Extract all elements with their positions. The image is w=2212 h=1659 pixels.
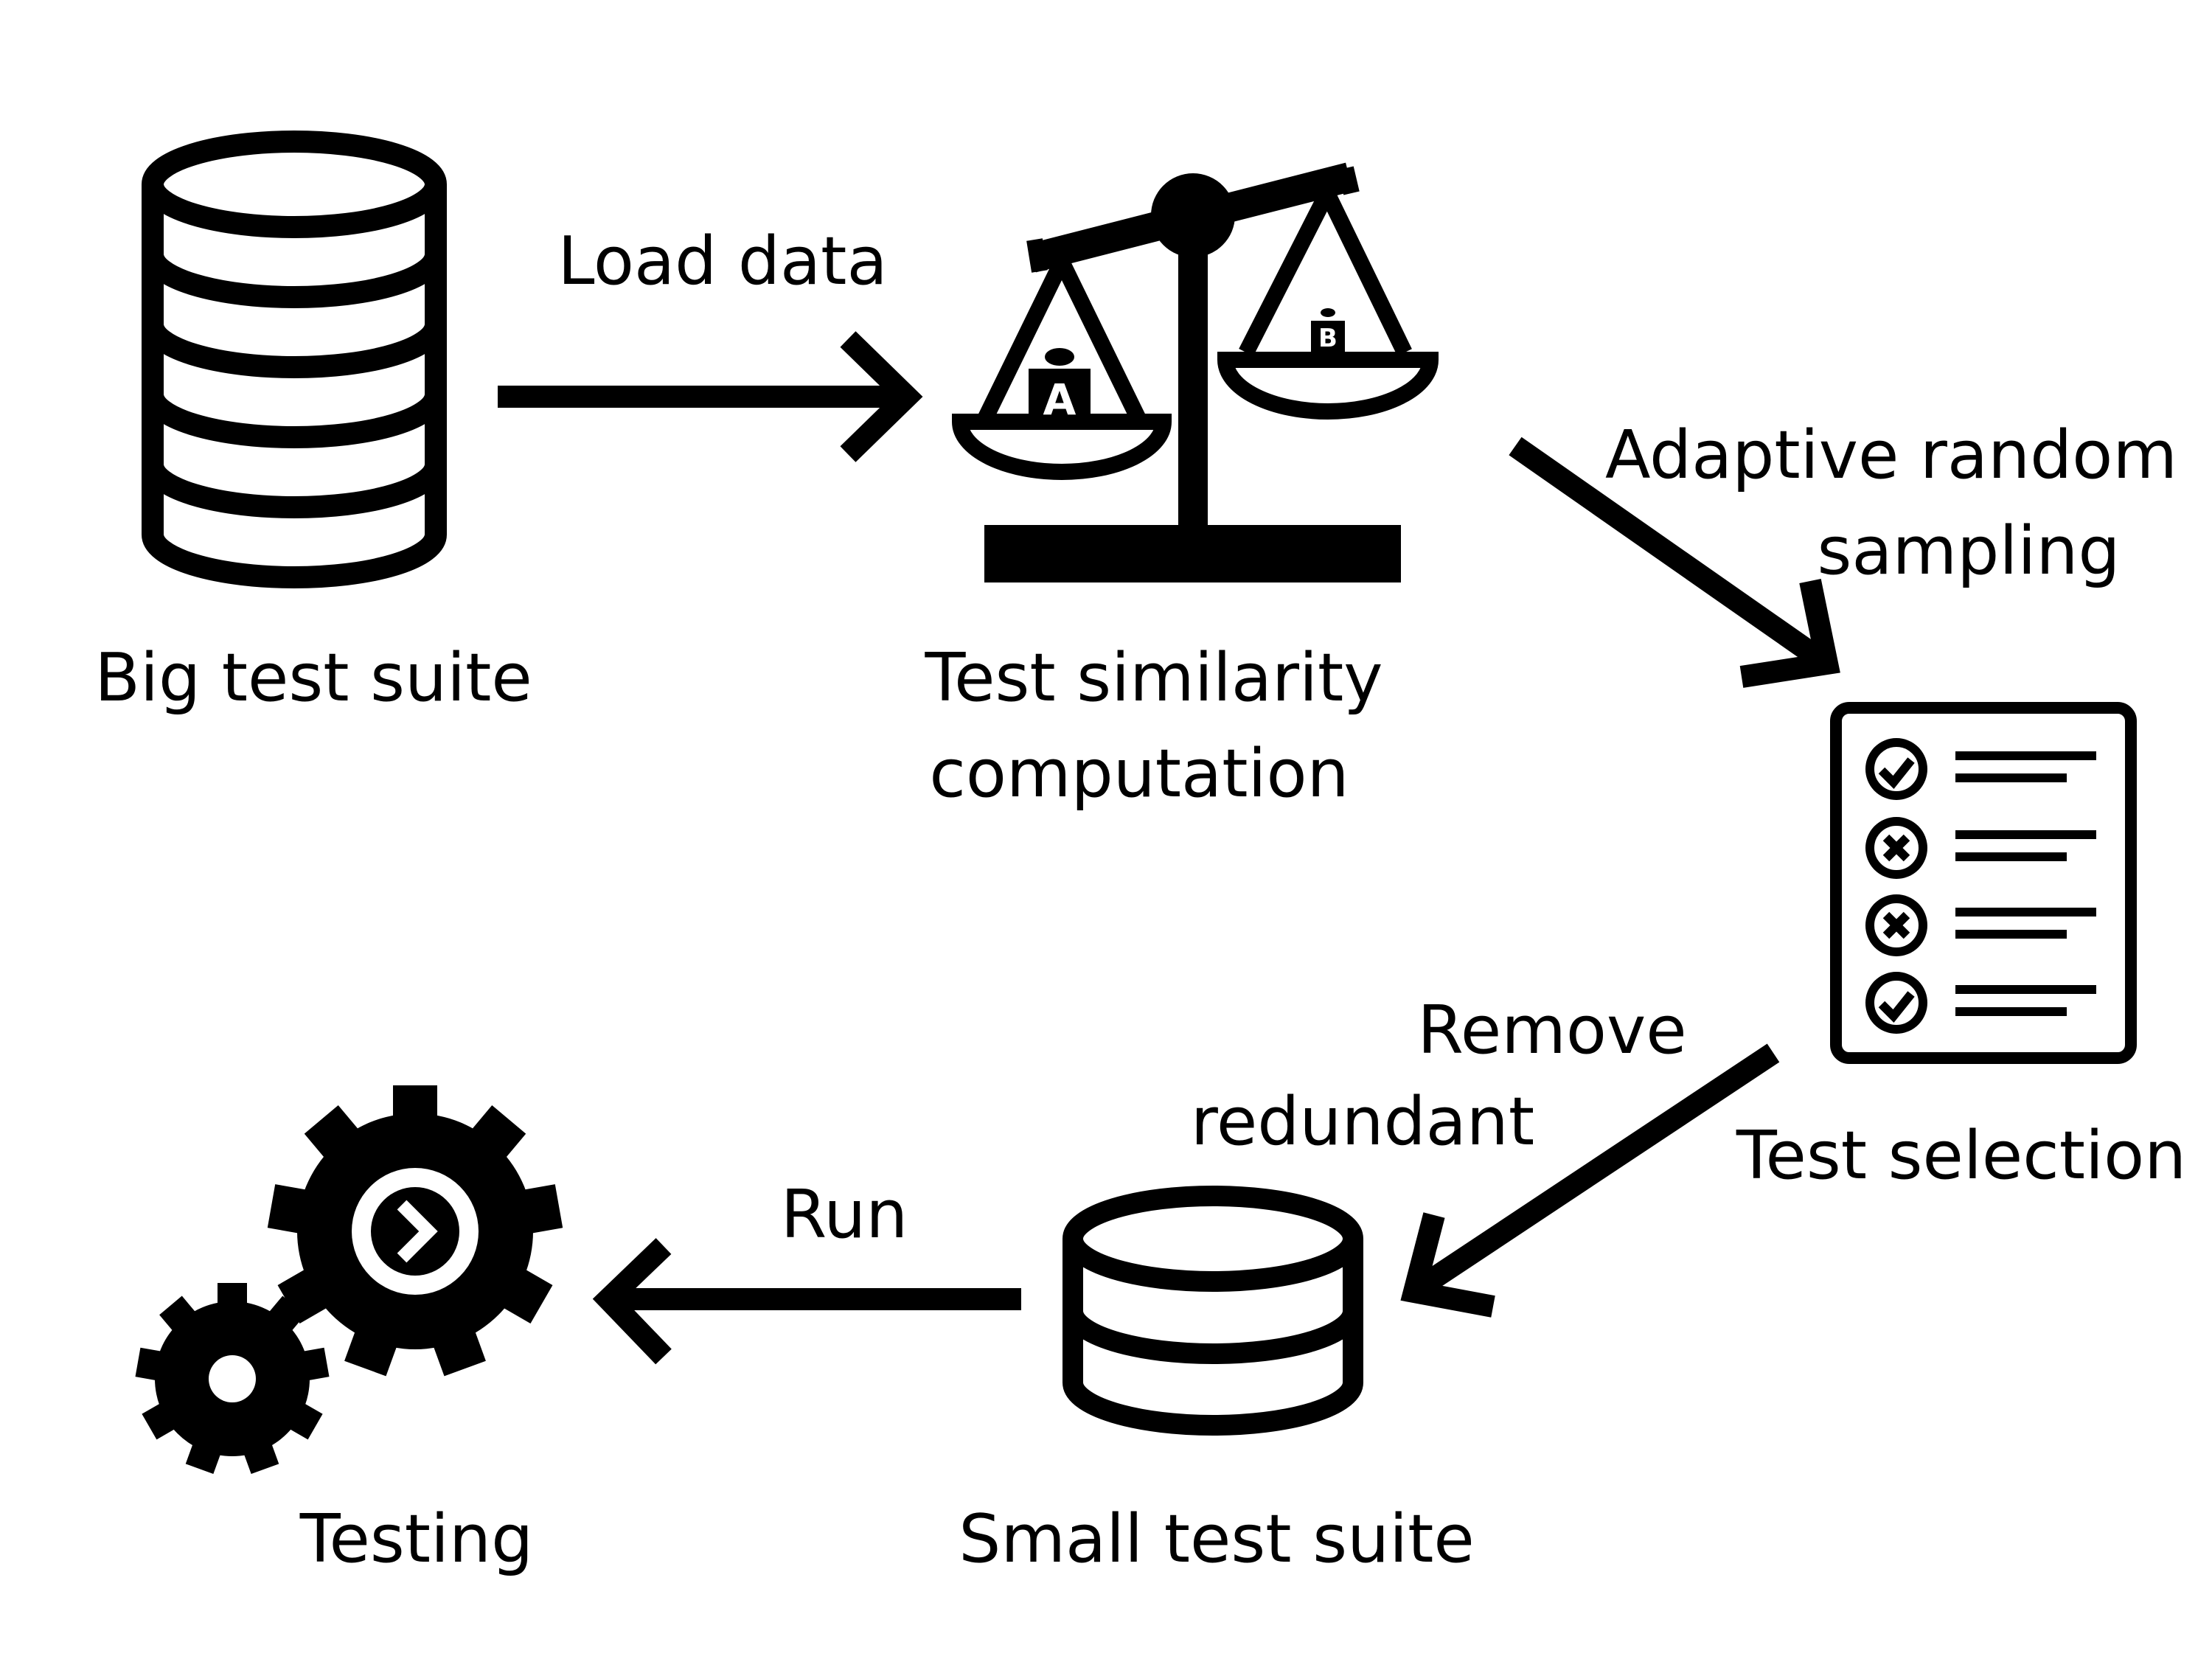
gears-icon bbox=[135, 1085, 563, 1475]
database-icon bbox=[142, 131, 447, 588]
checklist-icon bbox=[1830, 702, 2137, 1064]
weight-b-label: B bbox=[1318, 324, 1338, 353]
big-test-suite-label: Big test suite bbox=[94, 639, 532, 717]
similarity-label-line2: computation bbox=[929, 735, 1349, 813]
adaptive-sampling-arrow bbox=[1509, 437, 1840, 688]
similarity-label-line1: Test similarity bbox=[924, 639, 1382, 717]
adaptive-sampling-label-line1: Adaptive random bbox=[1605, 417, 2177, 494]
small-test-suite-label: Small test suite bbox=[959, 1500, 1475, 1578]
load-data-arrow bbox=[498, 331, 923, 462]
remove-redundant-label-line2: redundant bbox=[1191, 1083, 1534, 1161]
small-database-icon bbox=[1062, 1186, 1363, 1436]
run-label: Run bbox=[781, 1176, 908, 1253]
load-data-label: Load data bbox=[557, 223, 887, 300]
remove-redundant-label-line1: Remove bbox=[1417, 992, 1686, 1069]
test-selection-label: Test selection bbox=[1736, 1117, 2186, 1194]
remove-redundant-arrow bbox=[1400, 1043, 1780, 1318]
run-arrow bbox=[592, 1238, 1021, 1365]
adaptive-sampling-label-line2: sampling bbox=[1817, 512, 2120, 590]
testing-label: Testing bbox=[299, 1500, 533, 1578]
scale-icon bbox=[951, 162, 1439, 582]
weight-a-label: A bbox=[1043, 375, 1077, 425]
